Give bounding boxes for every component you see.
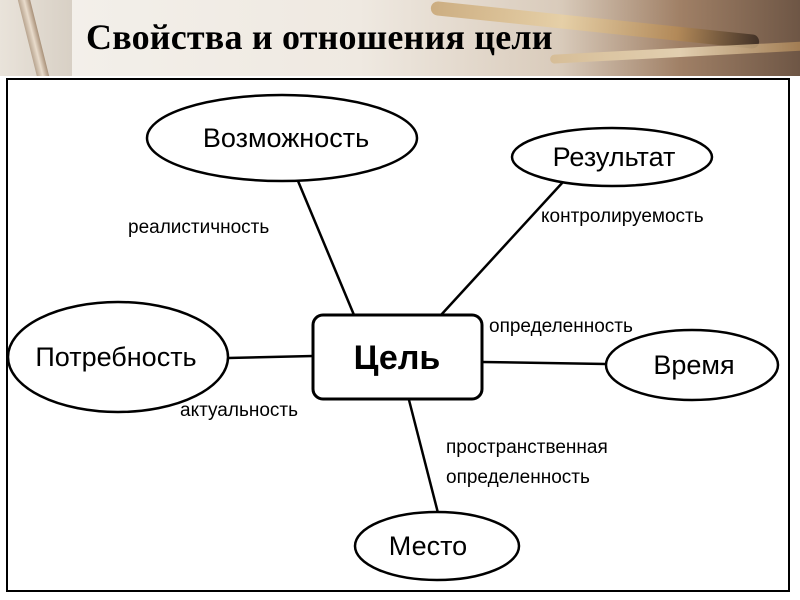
line-rezultat — [441, 182, 563, 315]
line-vremya — [482, 362, 606, 364]
vremya-label: Время — [653, 350, 734, 380]
edge-label-opredelennost: определенность — [489, 316, 633, 337]
edge-label-prostranstvennaya: пространственная — [446, 437, 608, 458]
edge-label-prostr-opredelennost: определенность — [446, 467, 590, 488]
edge-label-kontroliruemost: контролируемость — [541, 206, 704, 227]
line-mesto — [409, 400, 438, 513]
center-label: Цель — [354, 339, 441, 377]
mesto-label: Место — [389, 531, 467, 561]
potrebnost-label: Потребность — [35, 342, 196, 372]
edge-label-realistichnost: реалистичность — [128, 217, 269, 238]
edge-label-aktualnost: актуальность — [180, 400, 298, 421]
line-potrebnost — [228, 356, 313, 358]
vozmozhnost-label: Возможность — [203, 123, 369, 153]
rezultat-label: Результат — [553, 142, 676, 172]
line-vozmozhnost — [298, 181, 354, 315]
